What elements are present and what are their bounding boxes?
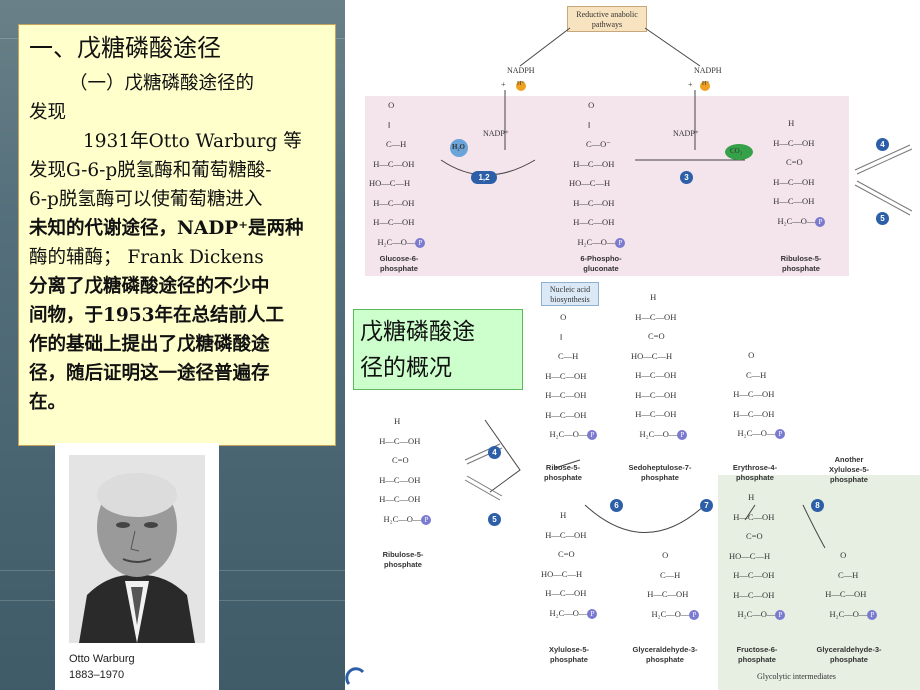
- xylulose-5-phosphate-structure: H H—C—OH C=O HO—C—H H—C—OH H₂C—O—P: [541, 506, 598, 623]
- pathway-diagram: Reductive anabolic pathways Nucleic acid…: [345, 0, 920, 690]
- overview-label-line: 径的概况: [360, 355, 452, 381]
- oxidative-phase-band: [365, 96, 849, 276]
- co2-label: CO₂: [730, 147, 743, 155]
- ribulose-5-phosphate-structure: H H—C—OH C=O H—C—OH H—C—OH H₂C—O—P: [769, 114, 826, 231]
- photo-caption-years: 1883–1970: [69, 669, 125, 681]
- phosphogluconate-structure: O ‖ C—O⁻ H—C—OH HO—C—H H—C—OH H—C—OH H₂C…: [569, 96, 626, 252]
- nadp-label: NADP⁺: [673, 129, 700, 138]
- text-line: 6-p脱氢酶可以使葡萄糖进入: [29, 189, 263, 210]
- subtitle: （一）戊糖磷酸途径的: [69, 73, 255, 94]
- erythrose-4-phosphate-structure: O C—H H—C—OH H—C—OH H₂C—O—P: [729, 346, 786, 444]
- slide-title: 一、戊糖磷酸途径: [29, 34, 221, 62]
- subtitle: 发现: [29, 102, 67, 123]
- glyceraldehyde-3-phosphate-structure: O C—H H—C—OH H₂C—O—P: [643, 546, 700, 624]
- phosphogluconate-label: 6-Phospho-gluconate: [580, 254, 622, 273]
- text-line: 间物，于1953年在总结前人工: [29, 305, 284, 326]
- erythrose-4-phosphate-label: Erythrose-4-phosphate: [732, 463, 778, 482]
- plus-label: +: [501, 80, 506, 89]
- fructose-6-phosphate-label: Fructose-6-phosphate: [736, 645, 778, 664]
- step-8-badge: 8: [811, 499, 824, 512]
- overview-label-box: 戊糖磷酸途 径的概况: [353, 309, 523, 390]
- glyceraldehyde-3-phosphate-label: Glyceraldehyde-3-phosphate: [816, 645, 882, 664]
- step-6-badge: 6: [610, 499, 623, 512]
- text-line: 在。: [29, 392, 67, 413]
- plus-label: +: [688, 80, 693, 89]
- nadp-label: NADP⁺: [483, 129, 510, 138]
- step-7-badge: 7: [700, 499, 713, 512]
- step-4-badge: 4: [488, 446, 501, 459]
- hplus-label: H⁺: [702, 81, 710, 87]
- ribulose-5-phosphate-label: Ribulose-5-phosphate: [382, 550, 424, 569]
- glyceraldehyde-3-phosphate-label: Glyceraldehyde-3-phosphate: [632, 645, 698, 664]
- hplus-label: H⁺: [517, 81, 525, 87]
- sedoheptulose-7-phosphate-structure: H H—C—OH C=O HO—C—H H—C—OH H—C—OH H—C—OH…: [631, 288, 688, 444]
- glucose-6-phosphate-label: Glucose-6-phosphate: [379, 254, 419, 273]
- photo-caption-name: Otto Warburg: [69, 653, 135, 665]
- glycolytic-label: Glycolytic intermediates: [757, 672, 836, 681]
- nadph-label: NADPH: [694, 66, 722, 75]
- h2o-label: H₂O: [452, 143, 465, 151]
- text-line: 酶的辅酶； Frank Dickens: [29, 247, 264, 268]
- text-line: 径，随后证明这一途径普遍存: [29, 363, 270, 384]
- text-line: 分离了戊糖磷酸途径的不少中: [29, 276, 270, 297]
- ribose-5-phosphate-label: Ribose-5-phosphate: [544, 463, 582, 482]
- ribulose-5-phosphate-structure: H H—C—OH C=O H—C—OH H—C—OH H₂C—O—P: [375, 412, 432, 529]
- text-line: 发现G-6-p脱氢酶和葡萄糖酸-: [29, 160, 272, 181]
- nucleic-acid-box: Nucleic acid biosynthesis: [541, 282, 599, 306]
- portrait-photo: Otto Warburg 1883–1970: [55, 443, 219, 690]
- portrait-image: [69, 455, 205, 643]
- text-box: 一、戊糖磷酸途径 （一）戊糖磷酸途径的 发现 1931年Otto Warburg…: [18, 24, 336, 446]
- another-xylulose-label: Another Xylulose-5-phosphate: [828, 455, 869, 484]
- ribose-5-phosphate-structure: O ‖ C—H H—C—OH H—C—OH H—C—OH H₂C—O—P: [541, 308, 598, 445]
- step-3-badge: 3: [680, 171, 693, 184]
- glyceraldehyde-3-phosphate-structure: O C—H H—C—OH H₂C—O—P: [821, 546, 878, 624]
- fructose-6-phosphate-structure: H H—C—OH C=O HO—C—H H—C—OH H—C—OH H₂C—O—…: [729, 488, 786, 625]
- step-5-badge: 5: [876, 212, 889, 225]
- xylulose-5-phosphate-label: Xylulose-5-phosphate: [548, 645, 589, 664]
- reductive-pathways-box: Reductive anabolic pathways: [567, 6, 647, 32]
- glucose-6-phosphate-structure: O ‖ C—H H—C—OH HO—C—H H—C—OH H—C—OH H₂C—…: [369, 96, 426, 252]
- step-4-badge: 4: [876, 138, 889, 151]
- ribulose-5-phosphate-label: Ribulose-5-phosphate: [780, 254, 822, 273]
- step-1-2-badge: 1,2: [471, 171, 497, 184]
- text-line: 作的基础上提出了戊糖磷酸途: [29, 334, 270, 355]
- step-5-badge: 5: [488, 513, 501, 526]
- nadph-label: NADPH: [507, 66, 535, 75]
- sedoheptulose-7-phosphate-label: Sedoheptulose-7-phosphate: [628, 463, 692, 482]
- text-line: 1931年Otto Warburg 等: [83, 131, 302, 152]
- text-line: 未知的代谢途径，NADP⁺是两种: [29, 218, 304, 239]
- overview-label-line: 戊糖磷酸途: [360, 319, 475, 345]
